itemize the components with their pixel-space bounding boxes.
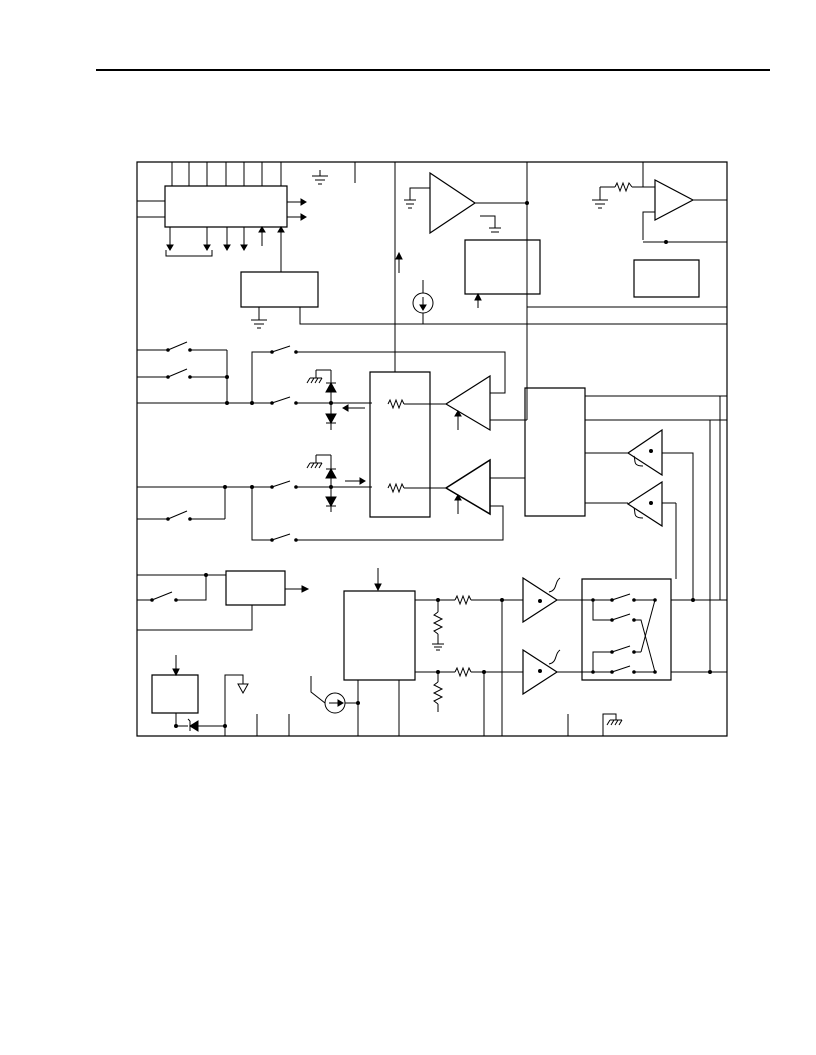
current-source-icon <box>413 280 433 324</box>
resistor-icon <box>388 484 404 492</box>
resistor-network-block <box>370 372 430 517</box>
output-amplifier <box>592 162 727 297</box>
resistor-icon <box>434 612 442 634</box>
amplifier-icon <box>523 650 557 694</box>
reference-block <box>152 675 198 713</box>
input-block <box>226 571 285 605</box>
amplifier-icon <box>446 460 490 514</box>
current-source-icon <box>311 676 360 713</box>
diagram-frame <box>137 162 727 736</box>
resistor-icon <box>455 668 471 676</box>
processing-block <box>344 591 415 680</box>
arrow-icon <box>238 684 248 693</box>
amplifier-icon <box>628 430 662 475</box>
header-rule <box>96 69 770 71</box>
bias-block <box>465 240 727 308</box>
resistor-icon <box>434 682 442 704</box>
zener-diode-icon <box>188 719 198 731</box>
chassis-ground-icon <box>307 370 322 383</box>
resistor-icon <box>388 400 404 408</box>
chassis-ground-icon <box>307 455 322 468</box>
amplifier-icon <box>404 162 529 420</box>
amplifier-icon <box>446 376 490 430</box>
chassis-ground-icon <box>603 714 622 736</box>
control-block <box>241 272 727 328</box>
zener-diode-icon <box>316 370 336 430</box>
logic-block <box>525 388 585 516</box>
top-register-block <box>137 162 306 272</box>
ground-icon <box>312 170 328 184</box>
amplifier-icon <box>523 578 557 622</box>
switch-icon <box>137 342 229 403</box>
switch-matrix-block <box>582 579 671 680</box>
amplifier-icon <box>628 482 662 526</box>
resistor-icon <box>455 596 471 604</box>
zener-diode-icon <box>316 455 336 512</box>
resistor-icon <box>615 183 632 191</box>
